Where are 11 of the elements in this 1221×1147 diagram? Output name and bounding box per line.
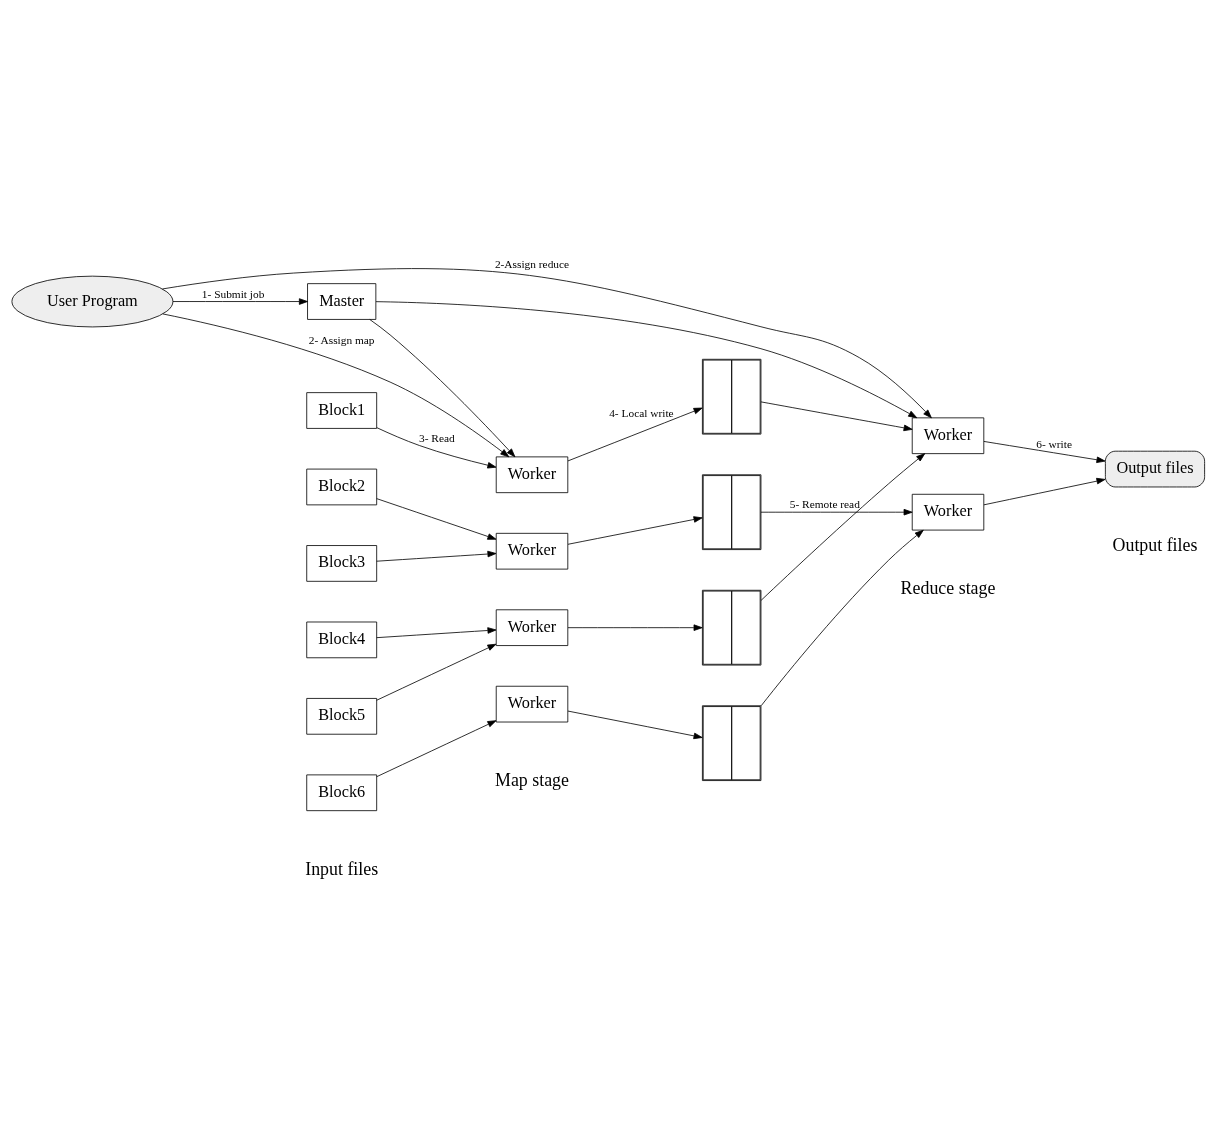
edge-label: 6- write bbox=[1036, 437, 1072, 450]
label: Output files bbox=[1112, 534, 1198, 555]
edge-label: 2- Assign map bbox=[308, 333, 375, 346]
edge-label: 3- Read bbox=[419, 431, 455, 444]
label: Input files bbox=[305, 858, 379, 879]
edge-label: 2-Assign reduce bbox=[494, 257, 570, 270]
edge-label: 5- Remote read bbox=[789, 497, 860, 510]
label: Map stage bbox=[495, 769, 569, 790]
label: Reduce stage bbox=[900, 577, 996, 598]
edge-label: 4- Local write bbox=[609, 406, 674, 419]
edge-label: 1- Submit job bbox=[201, 287, 265, 300]
